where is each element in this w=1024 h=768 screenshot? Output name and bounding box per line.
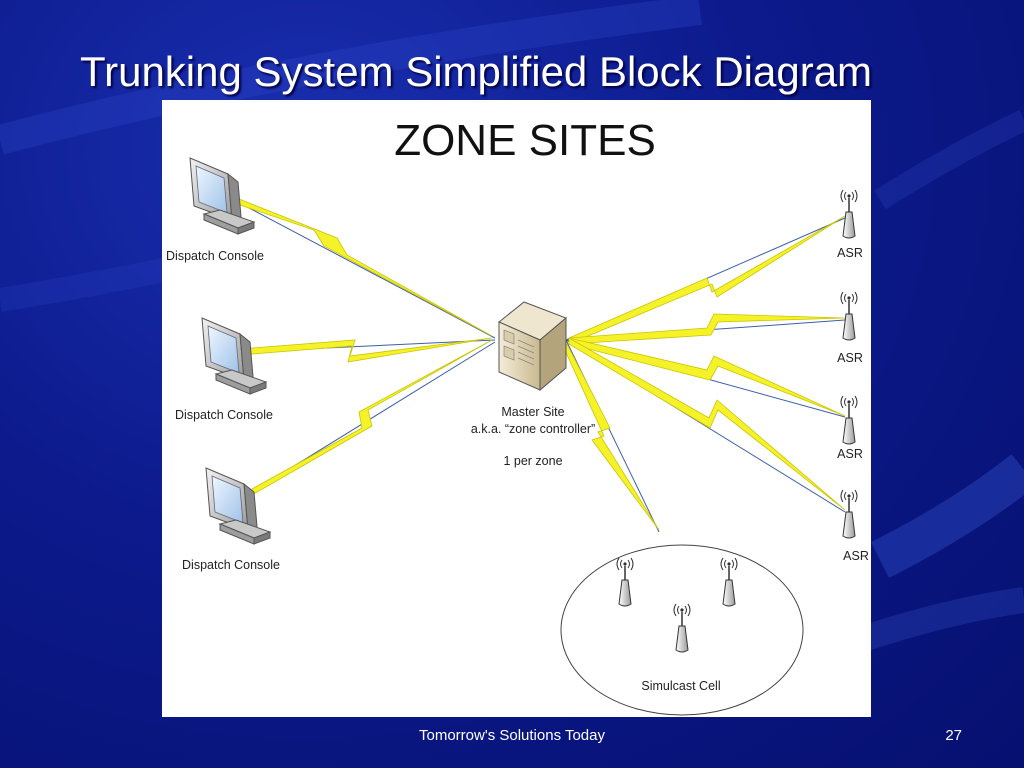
radio-antenna-icon [673,603,691,653]
master-site: Master Site a.k.a. “zone controller” 1 p… [471,301,595,468]
master-site-label: Master Site [501,405,564,419]
lightning-bolt-icon [239,337,493,363]
simulcast-cell: Simulcast Cell [560,544,804,716]
computer-monitor-icon [205,467,271,545]
radio-antenna-icon [840,291,858,341]
wire-console-1 [233,199,496,339]
lightning-bolt-icon [233,196,493,337]
asr-label: ASR [837,351,863,365]
master-site-alias: a.k.a. “zone controller” [471,422,595,436]
dispatch-console-1: Dispatch Console [166,157,264,263]
slide-title: Trunking System Simplified Block Diagram [80,48,873,95]
lightning-links [233,196,846,531]
asr-site-2: ASR [837,291,863,365]
asr-label: ASR [837,246,863,260]
master-site-count: 1 per zone [503,454,562,468]
lightning-bolt-icon [568,313,846,345]
zone-sites-diagram: ZONE SITES Dispatch Console [166,116,869,716]
asr-site-4: ASR [840,489,869,563]
computer-monitor-icon [189,157,255,235]
page-number: 27 [945,727,962,744]
radio-antenna-icon [720,557,738,607]
asr-site-3: ASR [837,395,863,461]
asr-label: ASR [837,447,863,461]
simulcast-boundary [560,544,804,716]
lightning-bolt-icon [568,215,846,345]
console-label: Dispatch Console [166,249,264,263]
lightning-bolt-icon [562,343,660,531]
simulcast-label: Simulcast Cell [641,679,720,693]
radio-antenna-icon [840,395,858,445]
lightning-bolt-icon [568,337,846,417]
diagram-panel: ZONE SITES Dispatch Console [162,100,871,717]
asr-label: ASR [843,549,869,563]
asr-site-1: ASR [837,189,863,260]
lightning-bolt-icon [568,337,846,511]
dispatch-console-3: Dispatch Console [182,467,280,572]
radio-antenna-icon [840,189,858,239]
zone-sites-title: ZONE SITES [394,116,656,165]
radio-antenna-icon [616,557,634,607]
console-label: Dispatch Console [182,558,280,572]
radio-antenna-icon [840,489,858,539]
dispatch-console-2: Dispatch Console [175,317,273,422]
server-tower-icon [498,301,567,392]
computer-monitor-icon [201,317,267,395]
console-label: Dispatch Console [175,408,273,422]
lightning-bolt-icon [251,339,493,496]
footer-text: Tomorrow's Solutions Today [418,727,605,744]
